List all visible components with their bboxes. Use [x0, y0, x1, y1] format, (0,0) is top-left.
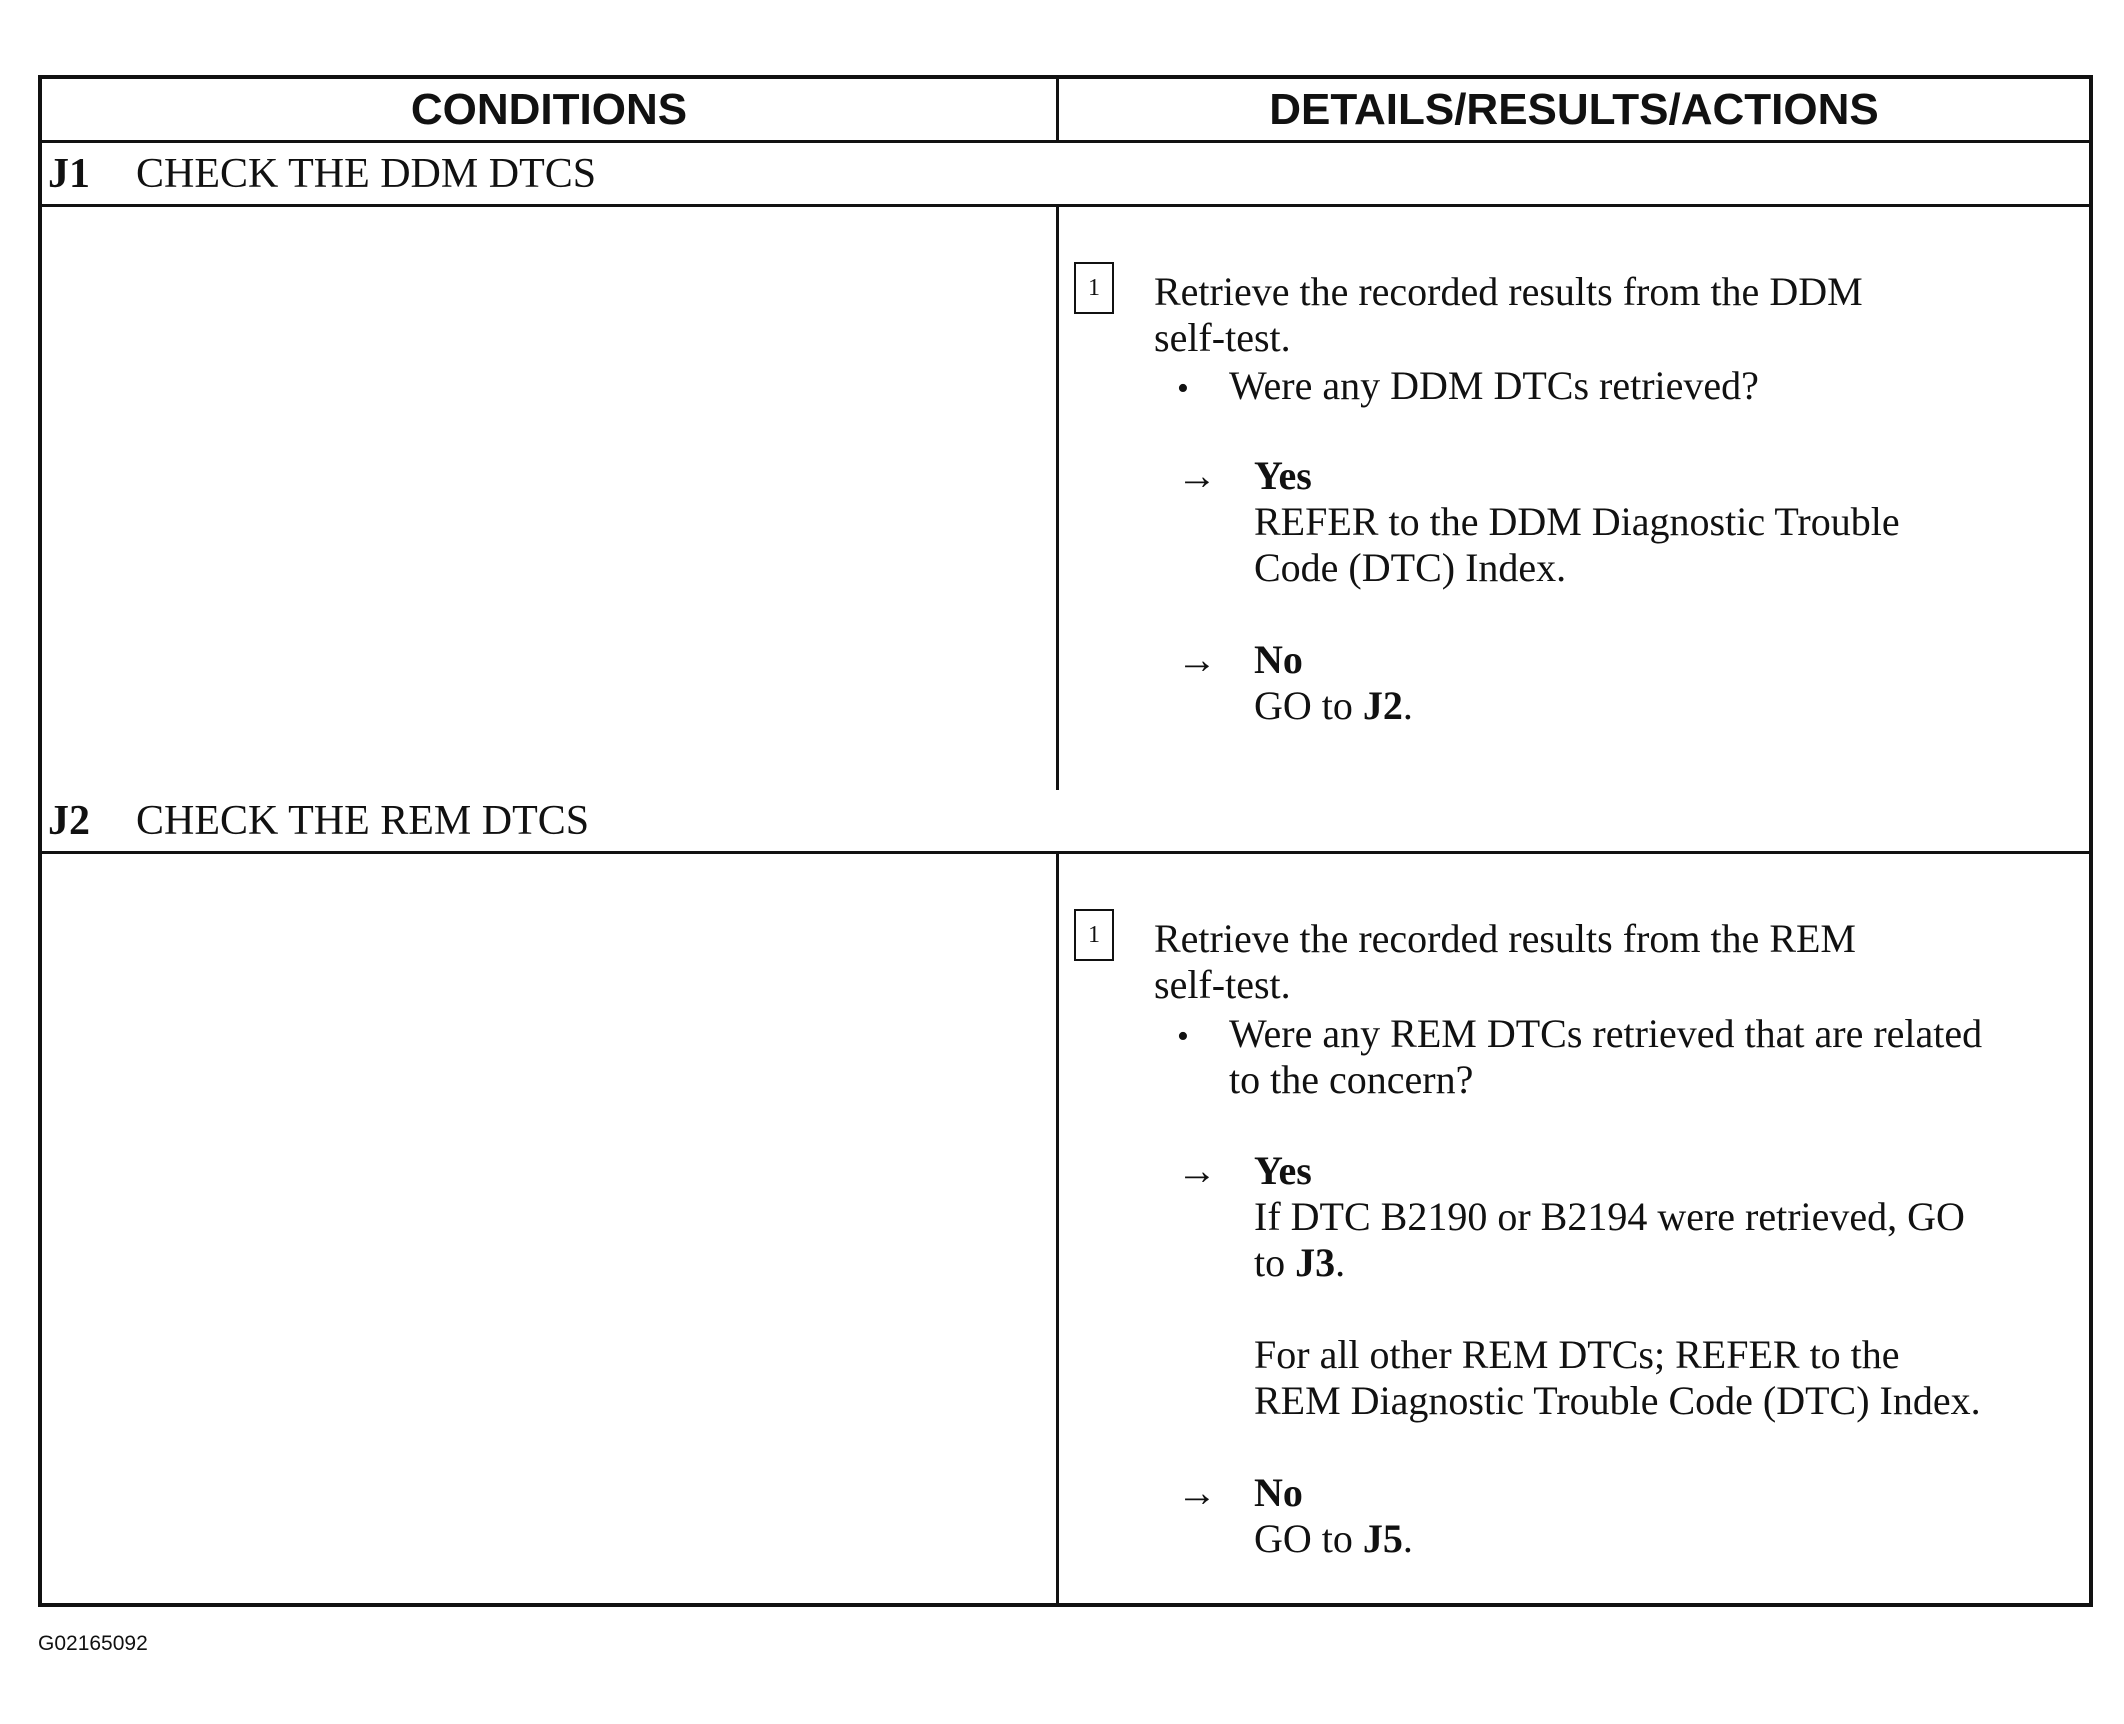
step-number-box: 1: [1074, 909, 1114, 961]
no-action-suffix: .: [1402, 683, 1413, 728]
section-id: J2: [48, 797, 90, 844]
section-title-j1: J1 CHECK THE DDM DTCS: [42, 143, 2089, 207]
yes-label: Yes: [1254, 453, 1312, 498]
step-instruction: Retrieve the recorded results from the R…: [1154, 916, 1856, 1007]
yes-action-line-1: If DTC B2190 or B2194 were retrieved, GO: [1254, 1194, 1965, 1239]
yes-action-other: For all other REM DTCs; REFER to the REM…: [1254, 1332, 1981, 1423]
no-action-suffix: .: [1402, 1516, 1413, 1561]
question-text: Were any DDM DTCs retrieved?: [1229, 363, 1759, 408]
no-action: GO to J2.: [1254, 683, 1413, 729]
no-label: No: [1254, 637, 1303, 682]
bullet-icon: •: [1177, 370, 1189, 407]
arrow-right-icon: →: [1177, 1470, 1217, 1515]
section-title-j2: J2 CHECK THE REM DTCS: [42, 790, 2089, 854]
section-id: J1: [48, 150, 90, 197]
yes-label: Yes: [1254, 1148, 1312, 1193]
step-number-box: 1: [1074, 262, 1114, 314]
arrow-right-icon: →: [1177, 453, 1217, 498]
no-action-prefix: GO to: [1254, 1516, 1363, 1561]
yes-action-suffix: .: [1335, 1240, 1346, 1285]
details-cell: 1 Retrieve the recorded results from the…: [1059, 854, 2089, 1607]
column-divider: [1056, 854, 1059, 1607]
question-text: Were any REM DTCs retrieved that are rel…: [1229, 1011, 1983, 1102]
details-cell: 1 Retrieve the recorded results from the…: [1059, 207, 2089, 790]
yes-action-prefix: to: [1254, 1240, 1296, 1285]
no-action-prefix: GO to: [1254, 683, 1363, 728]
section-title-text: CHECK THE REM DTCS: [136, 797, 590, 844]
conditions-header: CONDITIONS: [42, 79, 1059, 140]
section-body-j2: 1 Retrieve the recorded results from the…: [42, 854, 2089, 1607]
arrow-right-icon: →: [1177, 1148, 1217, 1193]
no-action: GO to J5.: [1254, 1516, 1413, 1562]
section-title-text: CHECK THE DDM DTCS: [136, 150, 597, 197]
yes-action: REFER to the DDM Diagnostic Trouble Code…: [1254, 499, 1900, 590]
yes-action-target: J3: [1295, 1240, 1336, 1285]
arrow-right-icon: →: [1177, 637, 1217, 682]
no-action-target: J5: [1362, 1516, 1403, 1561]
step-instruction: Retrieve the recorded results from the D…: [1154, 269, 1863, 360]
bullet-icon: •: [1177, 1018, 1189, 1055]
no-label: No: [1254, 1470, 1303, 1515]
details-header: DETAILS/RESULTS/ACTIONS: [1269, 84, 1879, 134]
section-body-j1: 1 Retrieve the recorded results from the…: [42, 207, 2089, 790]
figure-id: G02165092: [38, 1632, 148, 1655]
diagnostic-table: CONDITIONS DETAILS/RESULTS/ACTIONS J1 CH…: [38, 75, 2093, 1607]
table-header: CONDITIONS DETAILS/RESULTS/ACTIONS: [42, 79, 2089, 143]
no-action-target: J2: [1362, 683, 1403, 728]
yes-action-line-2: to J3.: [1254, 1240, 1345, 1286]
column-divider: [1056, 207, 1059, 790]
